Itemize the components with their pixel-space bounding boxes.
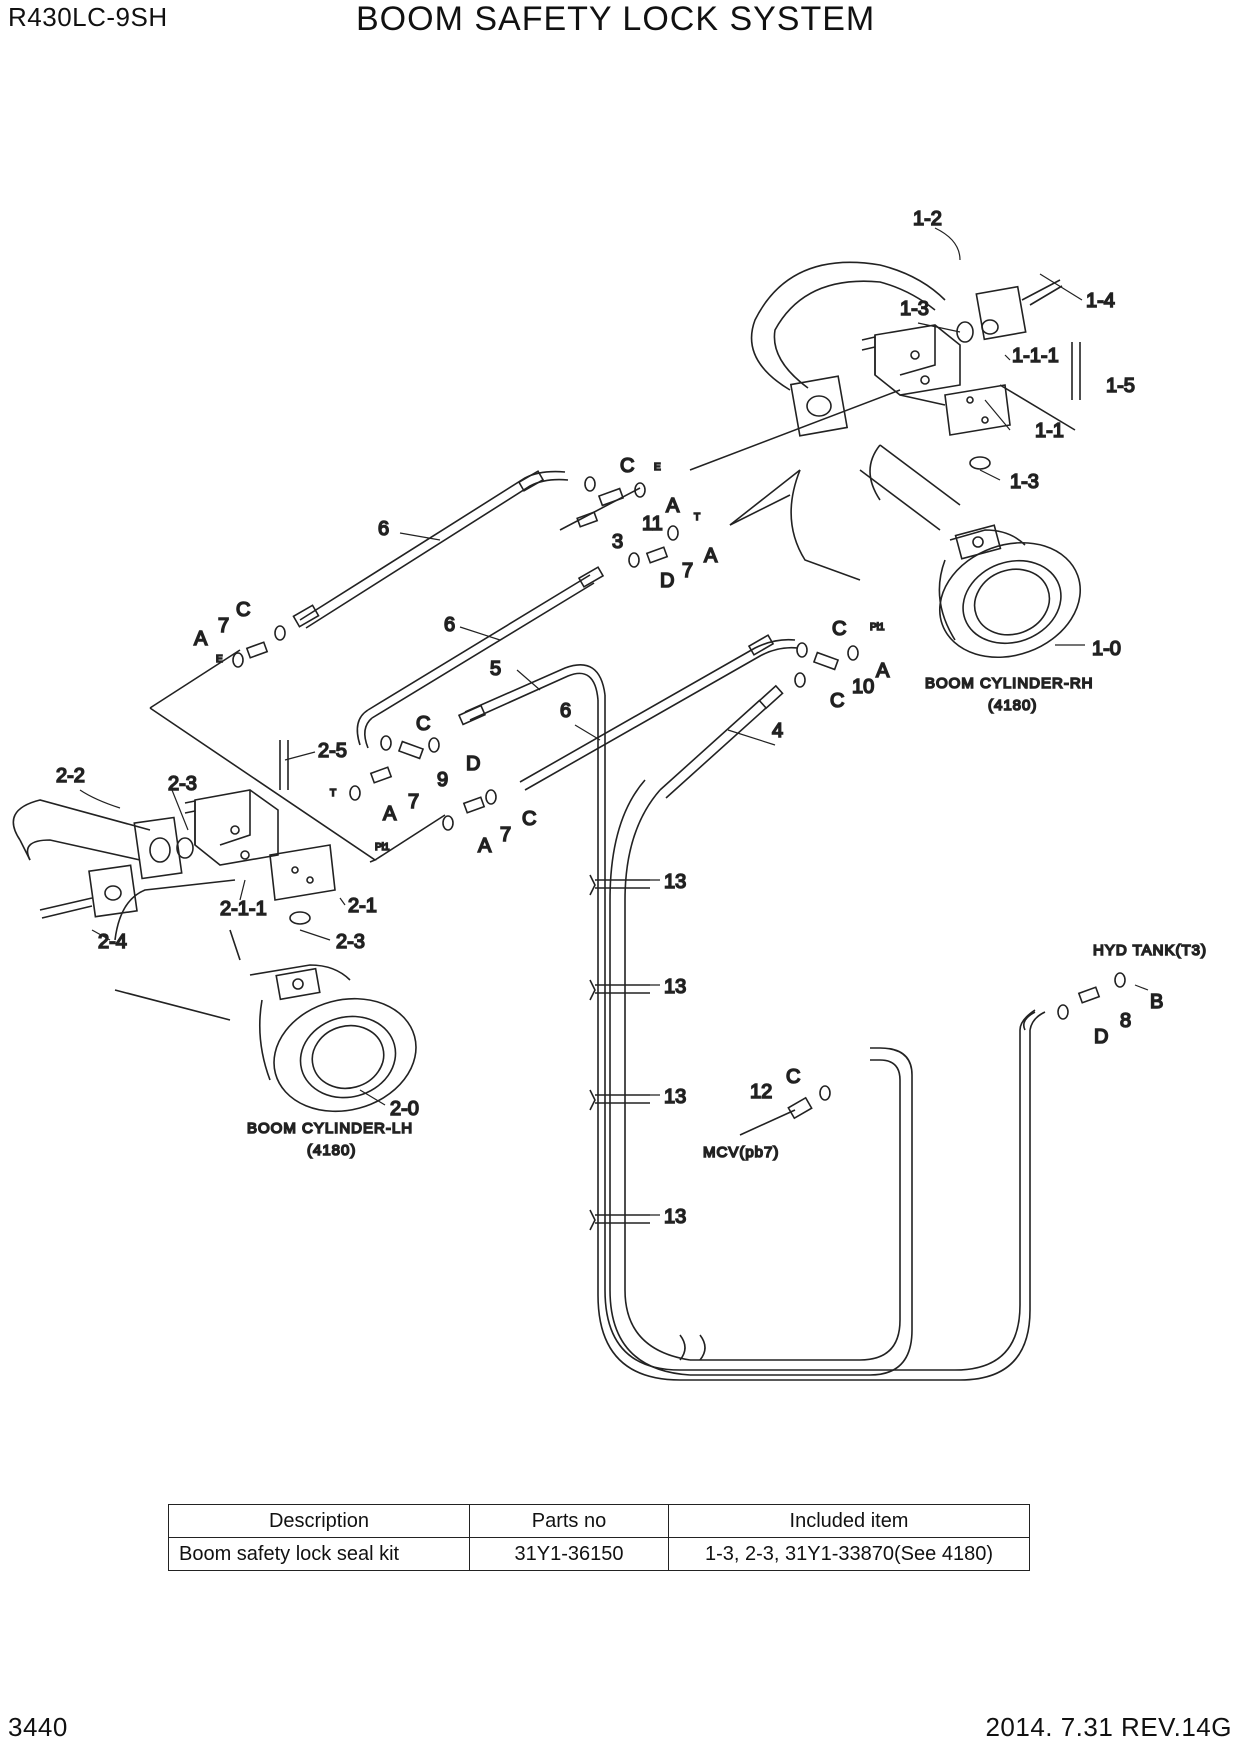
page-number: 3440 xyxy=(8,1712,68,1742)
column-header-included-item: Included item xyxy=(668,1504,1030,1538)
column-header-parts-no: Parts no xyxy=(469,1504,669,1538)
callout-5: 5 xyxy=(490,658,501,680)
port-mark-Pi1-lower: Pi1 xyxy=(375,842,390,853)
port-mark-E-lower: E xyxy=(216,654,223,665)
port-mark-Pi1-upper: Pi1 xyxy=(870,622,885,633)
callout-2-3-lower: 2-3 xyxy=(336,931,365,953)
clamps-13 xyxy=(589,874,706,1361)
callout-13d: 13 xyxy=(664,1206,686,1228)
callout-C3: C xyxy=(832,618,846,640)
callout-1-1: 1-1 xyxy=(1035,420,1064,442)
hose-bundle xyxy=(597,695,1046,1381)
model-code: R430LC-9SH xyxy=(8,2,168,32)
callout-7b: 7 xyxy=(218,615,229,637)
callout-2-1: 2-1 xyxy=(348,895,377,917)
boom-cylinder-rh xyxy=(729,444,1082,659)
callout-7c: 7 xyxy=(408,791,419,813)
callout-11: 11 xyxy=(642,513,663,535)
callout-12: 12 xyxy=(750,1081,772,1103)
leader-lines xyxy=(79,227,1149,1216)
callout-4: 4 xyxy=(772,720,783,742)
hose-6-upper xyxy=(299,470,569,629)
callout-C4: C xyxy=(830,690,844,712)
callout-1-5: 1-5 xyxy=(1106,375,1135,397)
callout-A3: A xyxy=(194,628,208,650)
callout-2-2: 2-2 xyxy=(56,765,85,787)
callout-1-4: 1-4 xyxy=(1086,290,1115,312)
port-mark-E-upper: E xyxy=(654,462,661,473)
callout-A2: A xyxy=(704,545,718,567)
callout-2-1-1: 2-1-1 xyxy=(220,898,267,920)
hose-5 xyxy=(457,664,606,726)
callout-A5: A xyxy=(383,803,397,825)
callout-2-3-upper: 2-3 xyxy=(168,773,197,795)
callout-6a: 6 xyxy=(378,518,389,540)
cell-parts-no: 31Y1-36150 xyxy=(469,1537,669,1571)
callout-7d: 7 xyxy=(500,824,511,846)
port-mark-T-lower: T xyxy=(330,788,336,799)
hose-6-lower xyxy=(519,634,799,791)
cell-included-item: 1-3, 2-3, 31Y1-33870(See 4180) xyxy=(668,1537,1030,1571)
hose-6-middle xyxy=(356,566,605,749)
flange-hose-rh xyxy=(750,261,1081,470)
callout-10: 10 xyxy=(852,676,874,698)
callout-13a: 13 xyxy=(664,871,686,893)
callout-A6: A xyxy=(478,835,492,857)
callout-A1: A xyxy=(666,495,680,517)
note-boom-cylinder-lh-ref: (4180) xyxy=(307,1142,356,1159)
seal-kit-table: Description Parts no Included item Boom … xyxy=(168,1504,1030,1571)
port-mark-T-upper: T xyxy=(694,512,700,523)
revision-date: 2014. 7.31 REV.14G xyxy=(985,1712,1232,1742)
column-header-description: Description xyxy=(168,1504,470,1538)
page-title: BOOM SAFETY LOCK SYSTEM xyxy=(356,0,876,38)
callout-C5: C xyxy=(416,713,430,735)
note-boom-cylinder-lh: BOOM CYLINDER-LH xyxy=(247,1120,413,1137)
safety-valve-lh xyxy=(184,740,336,901)
note-hyd-tank: HYD TANK(T3) xyxy=(1093,942,1207,959)
boom-cylinder-lh xyxy=(114,879,417,1113)
note-boom-cylinder-rh-ref: (4180) xyxy=(988,697,1037,714)
callout-D2: D xyxy=(466,753,480,775)
callout-D3: D xyxy=(1094,1026,1108,1048)
callout-C2: C xyxy=(236,599,250,621)
callout-1-2: 1-2 xyxy=(913,208,942,230)
callout-C1: C xyxy=(620,455,634,477)
callout-1-3-lower: 1-3 xyxy=(1010,471,1039,493)
fittings-and-orings xyxy=(232,476,1126,1136)
note-boom-cylinder-rh: BOOM CYLINDER-RH xyxy=(925,675,1094,692)
callout-1-0: 1-0 xyxy=(1092,638,1121,660)
callout-2-5: 2-5 xyxy=(318,740,347,762)
callout-3: 3 xyxy=(612,531,623,553)
callout-8: 8 xyxy=(1120,1010,1131,1032)
callout-C7: C xyxy=(786,1066,800,1088)
callout-6c: 6 xyxy=(560,700,571,722)
callout-6b: 6 xyxy=(444,614,455,636)
callout-7a: 7 xyxy=(682,560,693,582)
flange-hose-lh xyxy=(12,799,311,925)
callout-9: 9 xyxy=(437,769,448,791)
hose-4 xyxy=(609,684,784,1376)
callout-B1: B xyxy=(1150,991,1163,1013)
callout-13b: 13 xyxy=(664,976,686,998)
callout-13c: 13 xyxy=(664,1086,686,1108)
callout-D1: D xyxy=(660,570,674,592)
safety-valve-rh xyxy=(861,324,1011,436)
callout-2-4: 2-4 xyxy=(98,931,127,953)
callout-A4: A xyxy=(876,660,890,682)
cell-description: Boom safety lock seal kit xyxy=(168,1537,470,1571)
callout-C6: C xyxy=(522,808,536,830)
callout-1-3-upper: 1-3 xyxy=(900,298,929,320)
note-mcv: MCV(pb7) xyxy=(703,1144,779,1161)
table-row: Boom safety lock seal kit 31Y1-36150 1-3… xyxy=(168,1537,1030,1571)
callout-2-0: 2-0 xyxy=(390,1098,419,1120)
table-header-row: Description Parts no Included item xyxy=(168,1504,1030,1538)
callout-1-1-1: 1-1-1 xyxy=(1012,345,1059,367)
